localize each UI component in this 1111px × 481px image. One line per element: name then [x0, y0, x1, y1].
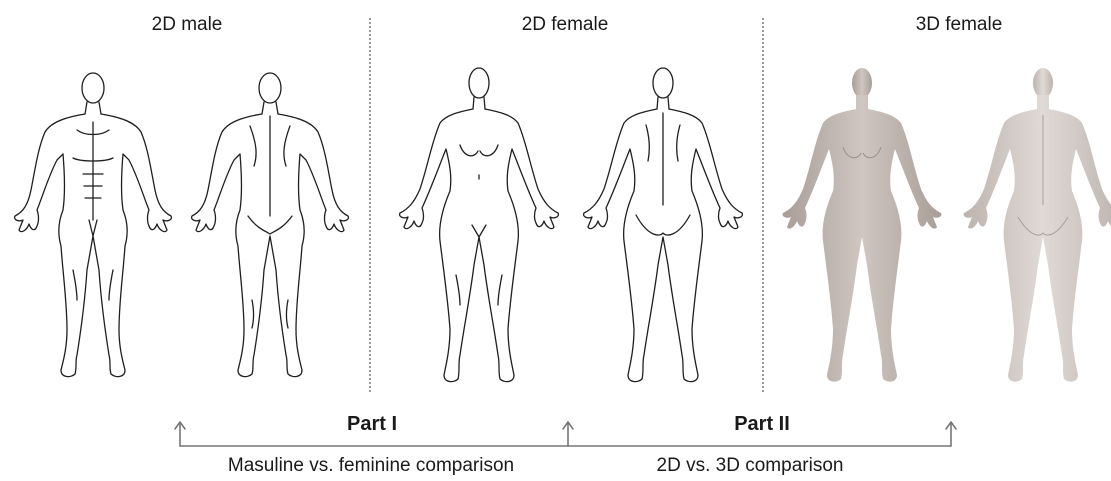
part-1-caption: Masuline vs. feminine comparison: [171, 455, 571, 477]
part-2-label: Part II: [662, 413, 862, 436]
part-2-caption: 2D vs. 3D comparison: [550, 455, 950, 477]
part-1-label: Part I: [272, 413, 472, 436]
